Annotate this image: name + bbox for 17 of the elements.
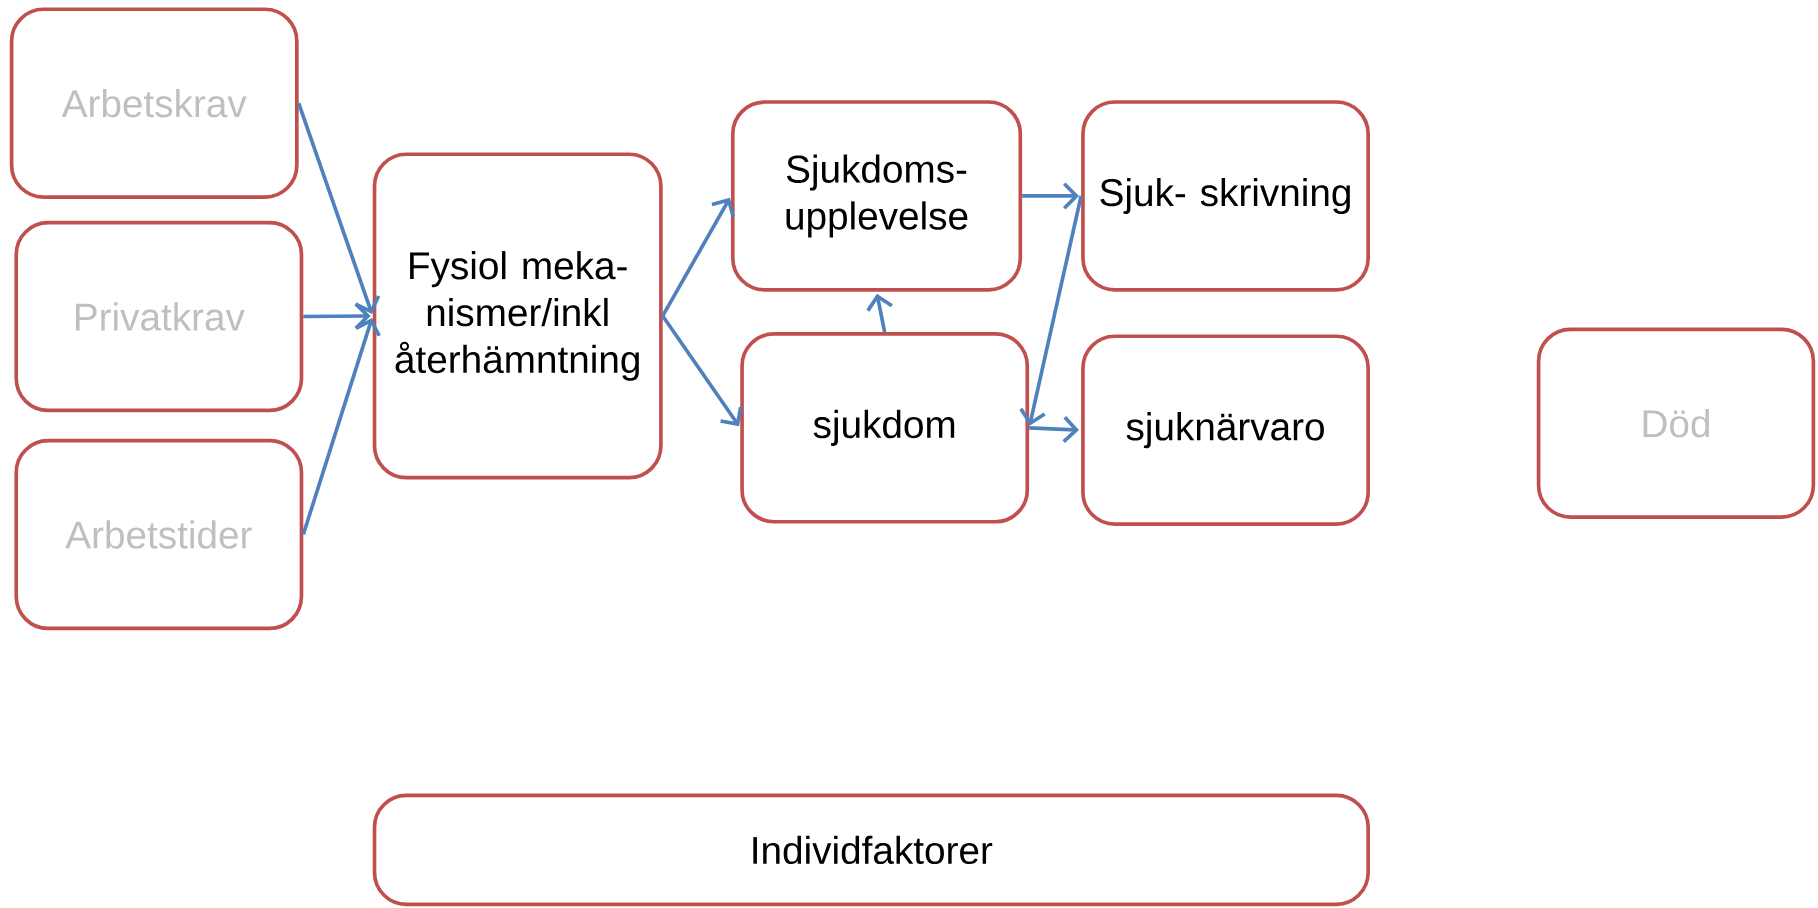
arrow: [296, 102, 381, 315]
process-box: Fysiol meka- nismer/inkl återhämntning: [372, 152, 663, 480]
process-box: Arbetstider: [14, 438, 304, 631]
process-box: Sjukdoms- upplevelse: [730, 100, 1023, 292]
arrow: [1022, 182, 1080, 210]
process-box: Privatkrav: [14, 220, 304, 413]
process-box: Individfaktorer: [372, 793, 1370, 907]
process-box: Arbetskrav: [9, 7, 299, 200]
process-box: sjukdom: [740, 332, 1030, 524]
arrow: [301, 317, 381, 536]
arrow: [661, 315, 743, 427]
process-box: Död: [1536, 327, 1816, 520]
arrow: [661, 197, 735, 317]
process-box: Sjuk- skrivning: [1081, 100, 1370, 292]
arrow: [866, 293, 893, 333]
arrow: [1019, 195, 1083, 426]
process-box: sjuknärvaro: [1081, 334, 1370, 526]
